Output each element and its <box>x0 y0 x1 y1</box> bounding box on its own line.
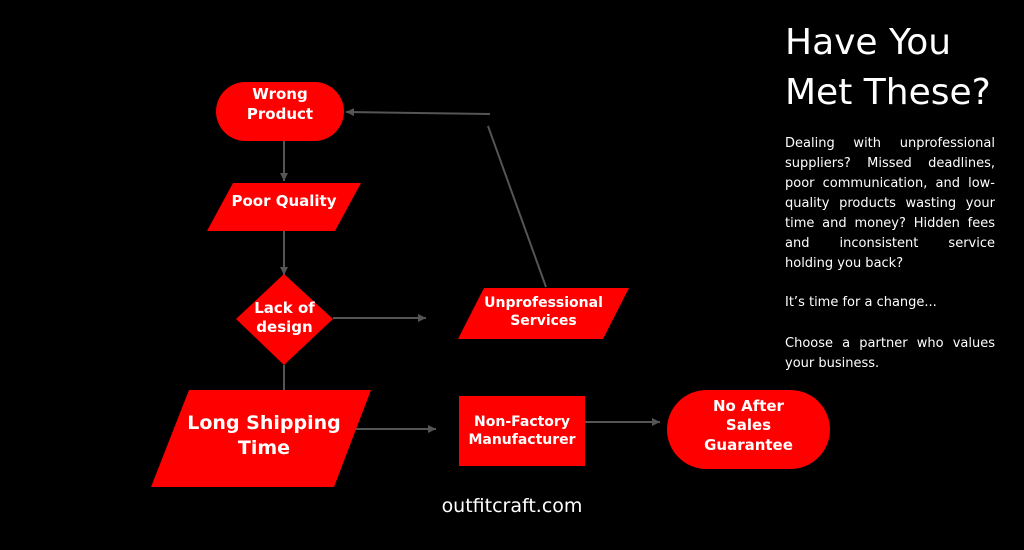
node-no-after-sales-shape <box>667 390 830 469</box>
sidebar-paragraph-1: Dealing with unprofessional suppliers? M… <box>785 136 995 271</box>
node-wrong-product-label: Wrong Product <box>246 85 314 123</box>
footer-site-link: outfitcraft.com <box>441 495 583 517</box>
node-non-factory-label: Non-Factory Manufacturer <box>468 413 576 448</box>
sidebar-paragraph-2: It’s time for a change... <box>785 295 937 310</box>
sidebar-paragraph-3: Choose a partner who values your busines… <box>785 336 995 371</box>
node-long-shipping-label: Long Shipping Time <box>187 412 341 459</box>
edge-return-to-wrong <box>345 108 491 117</box>
node-unprofessional-label: Unprofessional Services <box>484 294 603 329</box>
node-poor-quality-shape <box>207 183 361 231</box>
node-no-after-sales-label: No After Sales Guarantee <box>704 396 793 454</box>
node-lack-of-design-label: Lack of design <box>254 298 315 337</box>
node-poor-quality-label: Poor Quality <box>231 192 337 211</box>
node-lack-of-design-shape <box>236 274 333 365</box>
node-unprofessional-shape <box>458 288 629 339</box>
node-non-factory-shape <box>459 396 585 466</box>
edge-unprofessional-to-wrong <box>487 125 547 288</box>
node-long-shipping-shape <box>151 390 371 487</box>
footer-site-text: outfitcraft.com <box>0 495 1024 517</box>
edges <box>280 108 660 433</box>
node-wrong-product-shape <box>216 82 344 141</box>
sidebar-title: Have You Met These? <box>785 22 991 114</box>
